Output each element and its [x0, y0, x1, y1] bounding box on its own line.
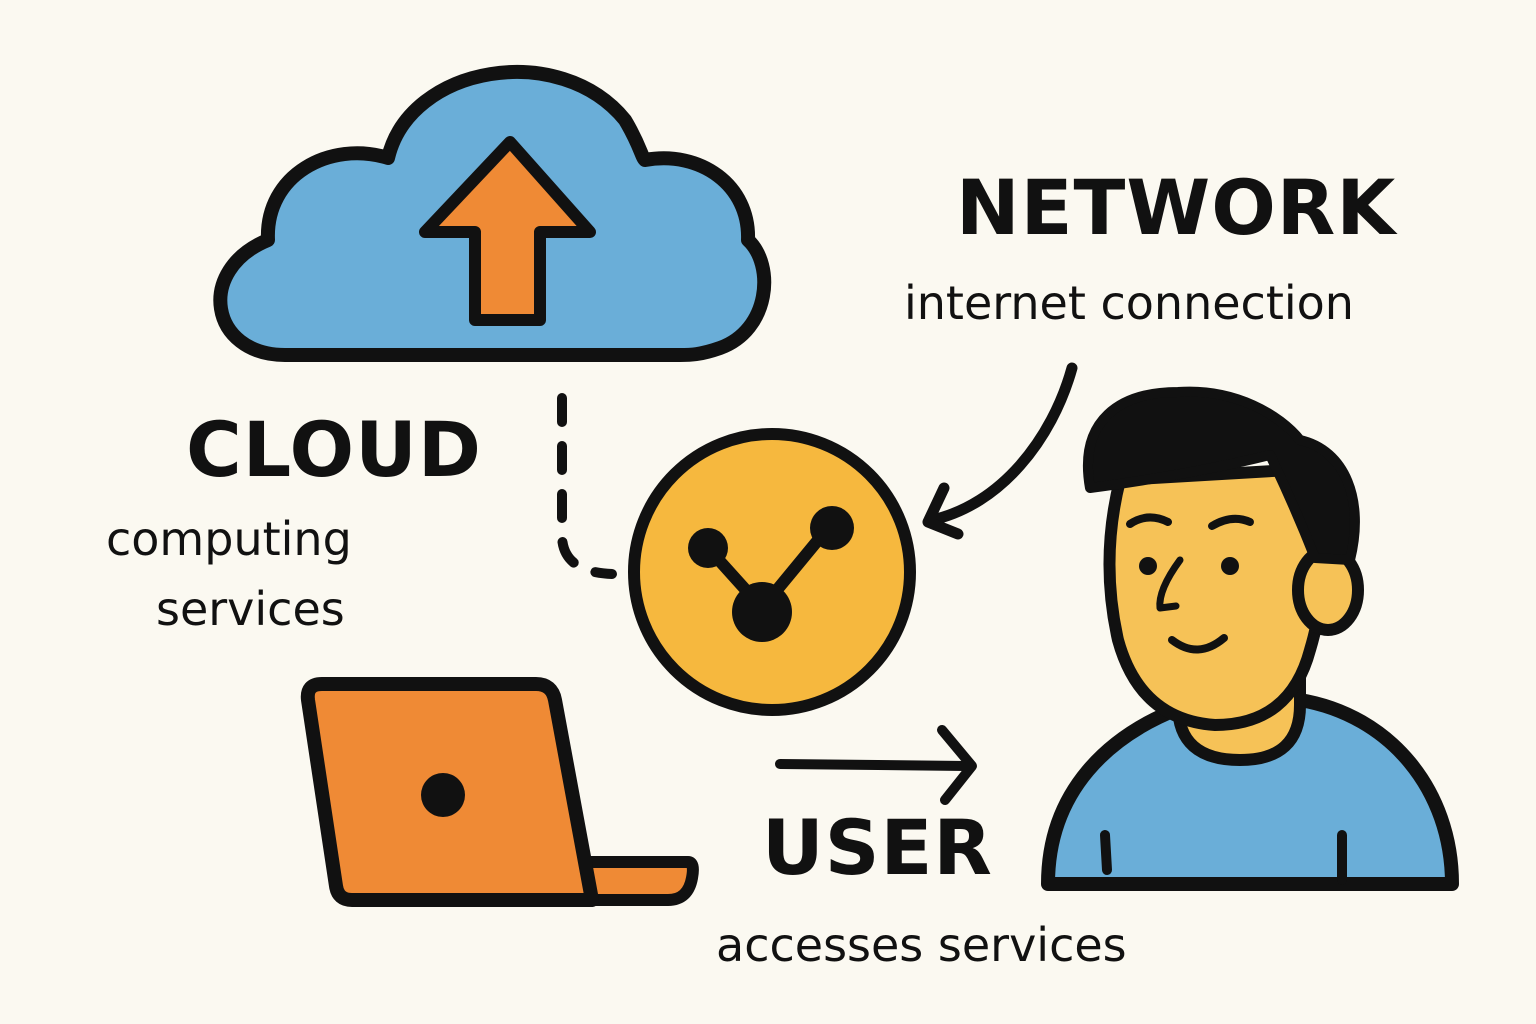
upload-arrow [419, 136, 596, 326]
laptop-camera-dot [421, 773, 465, 817]
cloud-to-network-dashed-connector [557, 393, 617, 579]
hub-node-left [688, 528, 728, 568]
cloud-upload-icon [213, 65, 772, 362]
laptop-to-user-arrow [775, 725, 977, 805]
laptop-icon [300, 677, 699, 907]
network-description: internet connection [904, 276, 1354, 330]
network-pointer-arrow [922, 362, 1078, 540]
hub-node-right [810, 506, 854, 550]
user-eyebrow-right [1208, 514, 1254, 530]
network-title: NETWORK [956, 163, 1397, 252]
user-eye-left [1139, 557, 1157, 575]
cloud-description-line1: computing [106, 512, 352, 566]
user-description: accesses services [716, 918, 1127, 972]
user-arm-line-left [1100, 830, 1112, 875]
user-mouth [1168, 634, 1228, 654]
user-nose [1156, 556, 1184, 612]
user-eyebrow-left [1126, 513, 1172, 528]
user-eye-right [1221, 557, 1239, 575]
user-icon [1041, 386, 1459, 891]
hub-node-center [732, 582, 792, 642]
network-hub-icon [628, 428, 916, 716]
user-hair [1083, 386, 1360, 565]
cloud-title: CLOUD [186, 405, 482, 494]
hub-circle [628, 428, 916, 716]
user-title: USER [762, 803, 993, 892]
cloud-description-line2: services [156, 582, 345, 636]
